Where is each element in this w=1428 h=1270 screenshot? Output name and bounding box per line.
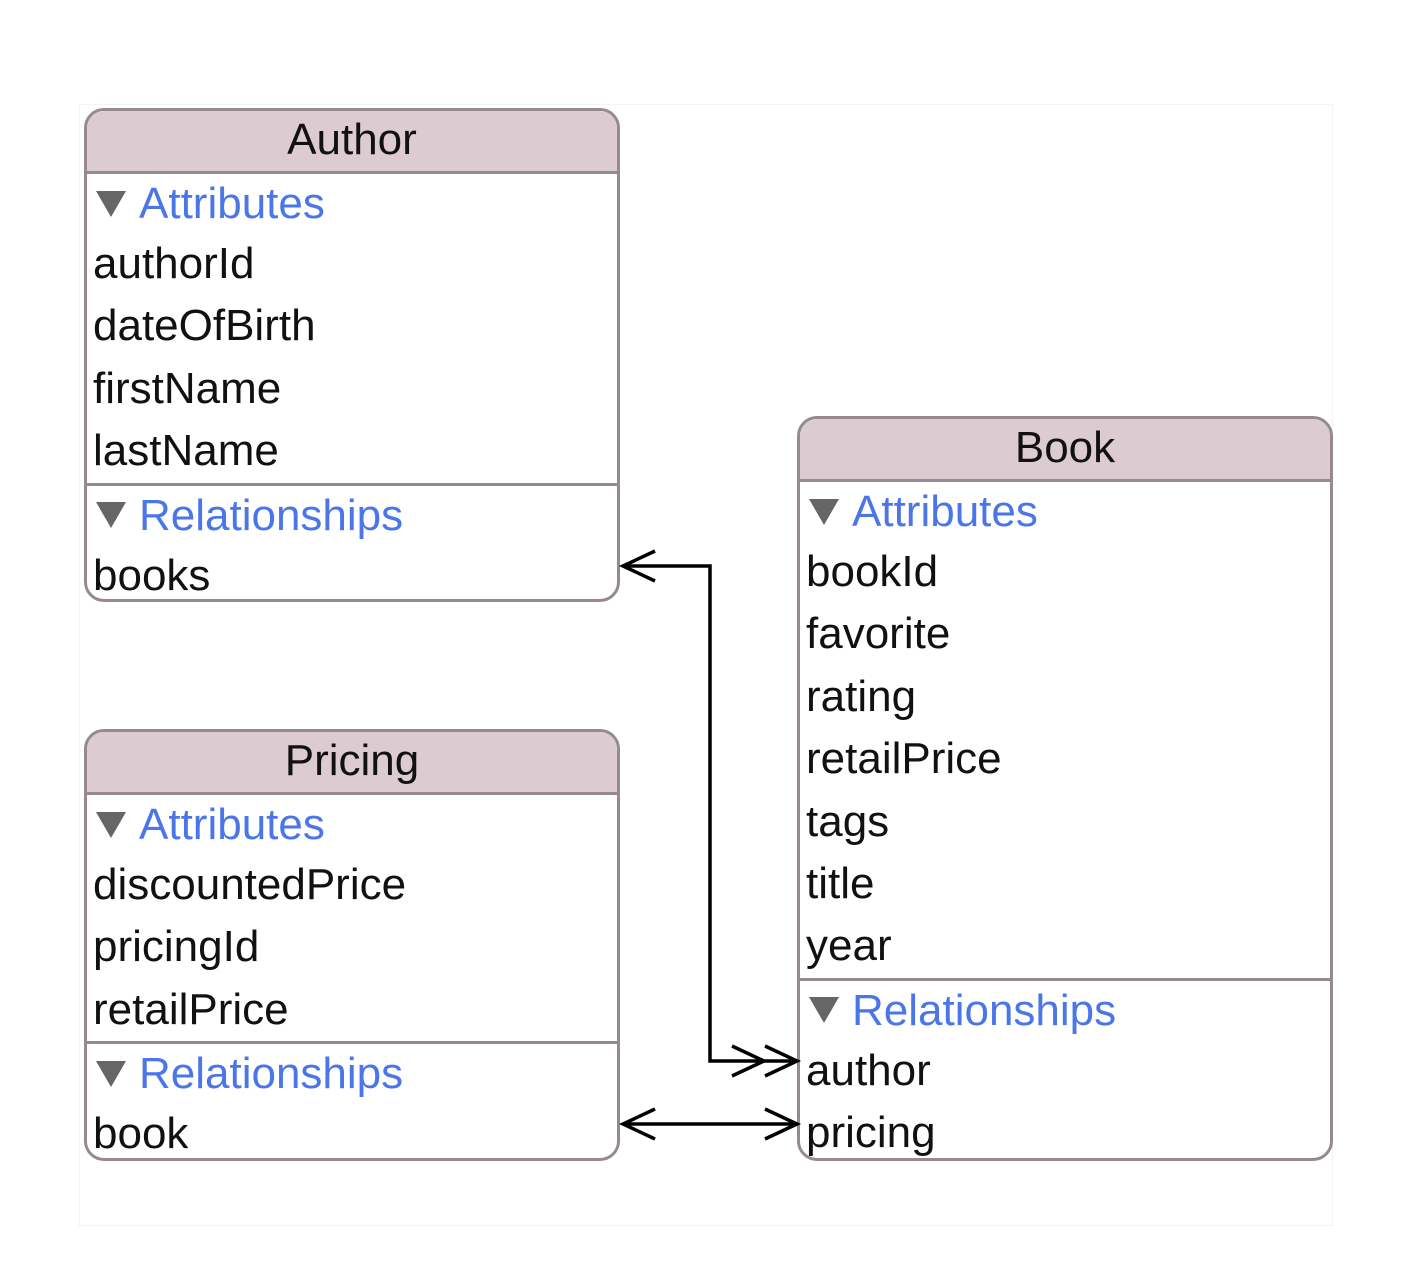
relationship-row[interactable]: book: [93, 1109, 189, 1159]
attribute-row[interactable]: dateOfBirth: [93, 301, 316, 351]
attributes-toggle[interactable]: Attributes: [87, 795, 617, 854]
entity-header: Pricing: [87, 732, 617, 795]
disclosure-triangle-icon: [809, 997, 839, 1024]
attributes-label: Attributes: [139, 800, 325, 849]
relationships-section: Relationships book: [87, 1041, 617, 1159]
disclosure-triangle-icon: [96, 811, 126, 838]
entity-header: Book: [800, 419, 1330, 482]
entity-book[interactable]: Book Attributes bookId favorite rating r…: [797, 416, 1333, 1161]
entity-header: Author: [87, 111, 617, 174]
attribute-row[interactable]: rating: [806, 671, 917, 721]
attribute-row[interactable]: lastName: [93, 426, 279, 476]
relationships-label: Relationships: [139, 490, 404, 540]
attribute-row[interactable]: pricingId: [93, 922, 260, 972]
attributes-section: Attributes discountedPrice pricingId ret…: [87, 795, 617, 1041]
disclosure-triangle-icon: [96, 190, 126, 217]
entity-author[interactable]: Author Attributes authorId dateOfBirth f…: [84, 108, 620, 602]
disclosure-triangle-icon: [809, 498, 839, 525]
connector-line: [623, 564, 797, 1063]
attributes-toggle[interactable]: Attributes: [87, 174, 617, 233]
relationships-toggle[interactable]: Relationships: [87, 1044, 617, 1103]
attribute-row[interactable]: discountedPrice: [93, 860, 407, 909]
relationship-row[interactable]: books: [93, 550, 211, 600]
relationships-toggle[interactable]: Relationships: [800, 981, 1330, 1040]
attribute-row[interactable]: year: [806, 921, 892, 971]
entity-pricing[interactable]: Pricing Attributes discountedPrice prici…: [84, 729, 620, 1161]
to-one-arrowhead-icon: [764, 1107, 802, 1141]
to-many-arrowhead-icon: [764, 1044, 802, 1078]
attributes-label: Attributes: [852, 487, 1038, 536]
relationships-section: Relationships books: [87, 482, 617, 600]
connector-author-book[interactable]: [618, 549, 802, 1078]
attribute-row[interactable]: firstName: [93, 363, 282, 413]
attributes-section: Attributes bookId favorite rating retail…: [800, 482, 1330, 978]
relationships-section: Relationships author pricing: [800, 977, 1330, 1158]
attribute-row[interactable]: authorId: [93, 239, 255, 288]
connector-pricing-book[interactable]: [618, 1107, 802, 1141]
attributes-label: Attributes: [139, 179, 325, 228]
attribute-row[interactable]: favorite: [806, 609, 951, 659]
relationships-toggle[interactable]: Relationships: [87, 486, 617, 545]
relationship-row[interactable]: pricing: [806, 1108, 936, 1158]
attribute-row[interactable]: retailPrice: [93, 984, 289, 1034]
attribute-row[interactable]: retailPrice: [806, 734, 1002, 784]
relationships-label: Relationships: [139, 1049, 404, 1099]
disclosure-triangle-icon: [96, 502, 126, 529]
attribute-row[interactable]: bookId: [806, 547, 939, 596]
attribute-row[interactable]: title: [806, 858, 875, 908]
relationship-row[interactable]: author: [806, 1045, 931, 1095]
to-one-arrowhead-icon: [618, 1107, 656, 1141]
attributes-toggle[interactable]: Attributes: [800, 482, 1330, 541]
to-many-arrowhead-icon: [731, 1044, 769, 1078]
disclosure-triangle-icon: [96, 1060, 126, 1087]
attribute-row[interactable]: tags: [806, 796, 890, 846]
relationships-label: Relationships: [852, 985, 1117, 1035]
to-one-arrowhead-icon: [618, 549, 656, 583]
attributes-section: Attributes authorId dateOfBirth firstNam…: [87, 174, 617, 483]
